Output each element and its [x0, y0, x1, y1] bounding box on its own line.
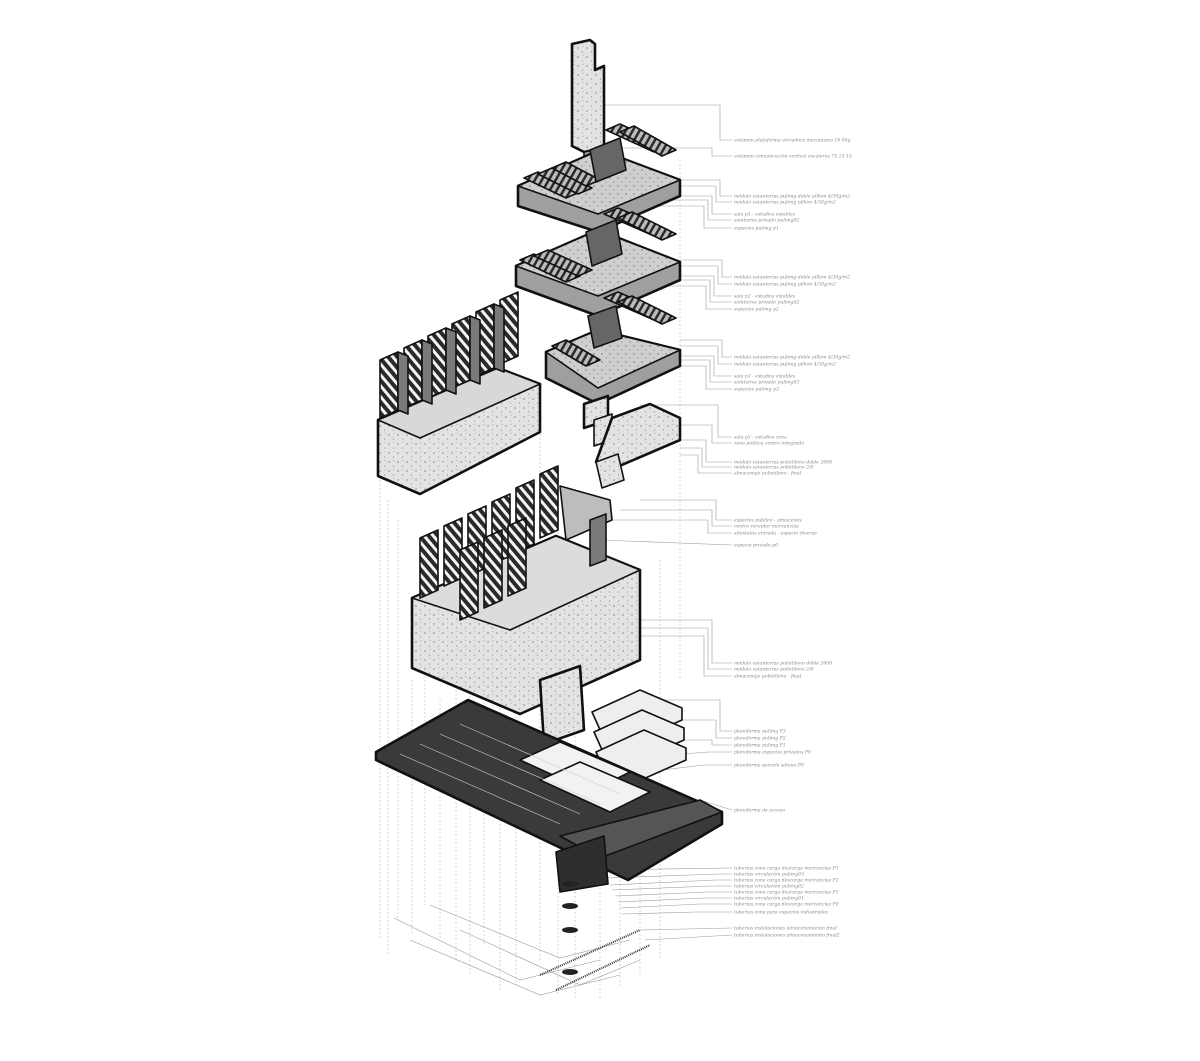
annotation-label: sitiodatos entrada - espacio diverso [734, 531, 817, 537]
annotation-label: espacios público - almacenes [734, 517, 802, 524]
annotation-label: módulo estanterías polietileno 2/6 [734, 666, 814, 673]
shelving-level-p1 [544, 291, 682, 406]
annotation-label: espacios pulimg p1 [734, 226, 779, 232]
archive-block-lower [410, 465, 642, 746]
annotation-label: tuberías instalaciones almacenamiento fi… [734, 925, 837, 932]
annotation-label: tuberías instalaciones almacenamiento fi… [734, 932, 840, 939]
connector-stair [582, 394, 682, 489]
annotation-label: módulo estanterías pulimg pilkim 4/30g/m… [734, 281, 836, 288]
annotation-label: módulo estanterías polietileno doble 260… [734, 660, 832, 667]
shelving-level-p3 [516, 123, 682, 234]
annotation-label: tuberías zona para espacios industriales [734, 909, 829, 916]
annotation-label: sanitarios privado pulimg01 [734, 218, 800, 224]
annotation-label: sala p1 - estudios estables [734, 212, 796, 218]
ground-plate [374, 698, 724, 893]
annotation-label: módulo estanterías pulimg pilkim 4/30g/m… [734, 199, 836, 206]
annotation-label: volumen comunicación vertical escaleras … [734, 153, 852, 160]
annotation-label: planoforma espacios privados P0 [734, 750, 811, 756]
annotation-label: espacio privado p0 [734, 543, 778, 549]
annotation-label: zona pública centro integrado [733, 440, 804, 447]
annotation-label: tuberías circulación pulimg01 [734, 895, 804, 902]
annotation-label: almacenaje polietileno - final [734, 471, 802, 477]
annotation-label: centro receptor mercancías [734, 523, 799, 530]
annotation-label: planoforma de acceso [734, 808, 785, 814]
annotation-label: tuberías circulación pulimg03 [734, 871, 804, 878]
annotation-label: tuberías zona carga descarga mercancías … [734, 901, 839, 908]
annotation-label: espacios pulimg p2 [734, 307, 779, 313]
annotation-label: planoforma parcela sótano P0 [734, 762, 804, 769]
annotation-label: módulo estanterías pulimg doble pilkim 4… [734, 354, 850, 361]
annotation-label: volumen plataforma elevadora mecanismo 1… [734, 138, 850, 144]
shelving-level-p2 [514, 207, 682, 318]
vertical-core-tower [570, 38, 606, 165]
annotation-label: planoforma pulimg P1 [734, 743, 786, 749]
annotation-label: módulo estanterías polietileno doble 260… [734, 459, 832, 466]
annotation-labels: volumen plataforma elevadora mecanismo 1… [733, 138, 852, 939]
annotation-label: sala p3 - estudios zona [734, 435, 787, 441]
annotation-label: tuberías zona carga descarga mercancías … [734, 889, 839, 896]
annotation-label: módulo estanterías polietileno 2/6 [734, 464, 814, 471]
annotation-label: sala p3 - estudios estables [734, 374, 796, 380]
annotation-label: planoforma pulimg P2 [734, 736, 786, 742]
annotation-label: planoforma pulimg P3 [734, 729, 786, 735]
annotation-label: módulo estanterías pulimg doble pilkim 4… [734, 193, 850, 200]
annotation-label: módulo estanterías pulimg doble pilkim 4… [734, 274, 850, 281]
annotation-label: tuberías zona carga descarga mercancías … [734, 877, 839, 884]
annotation-label: sala p2 - estudios estables [734, 294, 796, 300]
annotation-label: almacenaje polietileno - final [734, 674, 802, 680]
annotation-label: sanitarios privado pulimg03 [734, 380, 800, 386]
annotation-label: espacios pulimg p3 [734, 387, 779, 393]
archive-block-upper [376, 291, 542, 496]
annotation-label: tuberías zona carga descarga mercancías … [734, 865, 839, 872]
annotation-label: módulo estanterías pulimg pilkim 4/30g/m… [734, 361, 836, 368]
annotation-label: sanitarios privado pulimg02 [734, 300, 800, 306]
service-pipes [393, 881, 651, 996]
annotation-label: tuberías circulación pulimg02 [734, 883, 804, 890]
